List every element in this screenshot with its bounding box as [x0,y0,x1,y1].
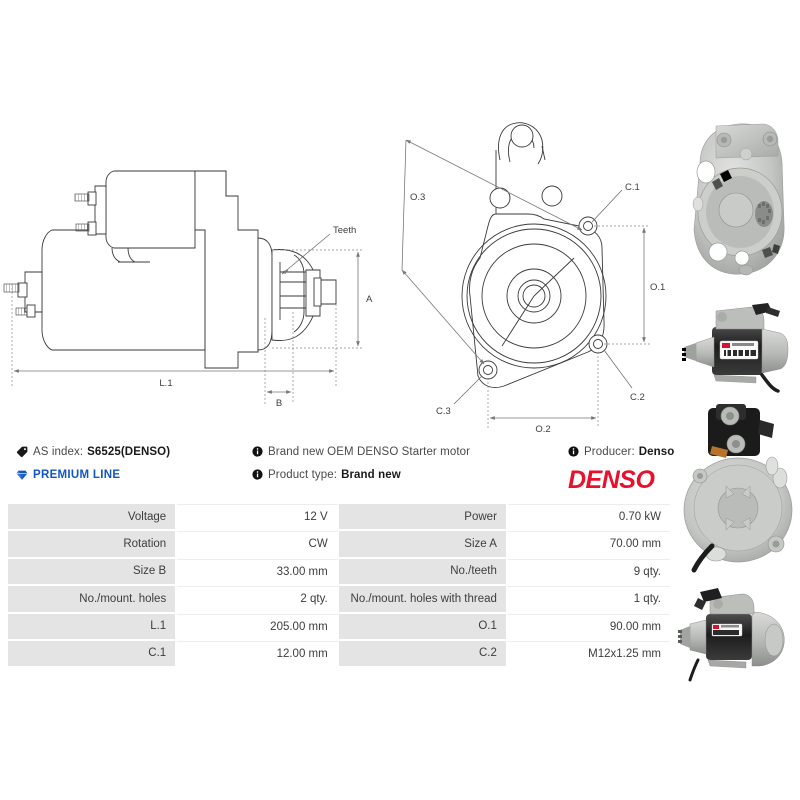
info-icon [568,446,579,457]
product-description: Brand new OEM DENSO Starter motor [268,445,471,458]
spec-value: 1 qty. [507,586,670,614]
specification-table: Voltage 12 V Power 0.70 kW Rotation CW S… [8,504,670,667]
producer-label: Producer: [584,445,635,458]
premium-line-badge: PREMIUM LINE [16,463,246,486]
as-index-row: AS index: S6525(DENSO) [16,440,246,463]
spec-key: Size A [338,531,508,559]
as-index-label: AS index: [33,445,84,458]
spec-key: No./mount. holes [8,586,178,614]
table-row: No./mount. holes 2 qty. No./mount. holes… [8,586,670,614]
side-view-drawing: A L.1 B Teeth [3,170,373,409]
product-photo-column [676,112,800,687]
spec-value: 9 qty. [507,558,670,587]
spec-key: Power [338,504,508,532]
spec-key: No./teeth [338,558,508,587]
product-type-row: Product type: Brand new [252,463,552,486]
dim-label-O1: O.1 [650,282,665,293]
starter-side-with-label-photo[interactable] [676,297,800,402]
gem-icon [16,469,28,481]
spec-key: Rotation [8,531,178,559]
spec-value: 33.00 mm [177,558,339,587]
starter-side-angle-photo[interactable] [676,582,800,687]
dim-label-C3: C.3 [436,406,451,417]
dim-label-O3: O.3 [410,192,425,203]
product-type-label: Product type: [268,468,338,481]
spec-key: Voltage [8,504,178,532]
spec-value: CW [177,531,339,559]
spec-value: M12x1.25 mm [507,640,670,667]
spec-value: 2 qty. [177,586,339,614]
dim-label-B: B [276,398,282,409]
meta-column-right: Producer: Denso DENSO [568,440,688,495]
spec-key: C.1 [8,640,178,667]
table-row: C.1 12.00 mm C.2 M12x1.25 mm [8,640,670,667]
spec-value: 90.00 mm [507,613,670,641]
table-row: Size B 33.00 mm No./teeth 9 qty. [8,558,670,587]
product-type-value: Brand new [341,468,401,481]
technical-drawings-area: .ln{fill:none;stroke:#3a3a3a;stroke-widt… [0,0,680,435]
info-icon [252,469,263,480]
spec-key: Size B [8,558,178,587]
table-row: Rotation CW Size A 70.00 mm [8,531,670,559]
dim-label-C2: C.2 [630,392,645,403]
table-row: Voltage 12 V Power 0.70 kW [8,504,670,532]
producer-value: Denso [638,445,675,458]
info-icon [252,446,263,457]
dim-label-L1: L.1 [159,378,172,389]
as-index-value: S6525(DENSO) [87,445,171,458]
producer-row: Producer: Denso [568,440,688,463]
premium-line-label: PREMIUM LINE [33,468,121,481]
product-description-row: Brand new OEM DENSO Starter motor [252,440,552,463]
specification-table-body: Voltage 12 V Power 0.70 kW Rotation CW S… [8,504,670,667]
starter-front-face-photo[interactable] [676,112,800,297]
spec-value: 0.70 kW [507,504,670,532]
dim-label-O2: O.2 [535,424,550,435]
brand-logo-row: DENSO [568,465,688,495]
spec-key: L.1 [8,613,178,641]
spec-key: C.2 [338,640,508,667]
starter-rear-cover-photo[interactable] [676,402,800,582]
drawings-svg: .ln{fill:none;stroke:#3a3a3a;stroke-widt… [3,122,665,435]
meta-column-left: AS index: S6525(DENSO) PREMIUM LINE [16,440,246,486]
dim-label-Teeth: Teeth [333,225,356,236]
product-meta-block: AS index: S6525(DENSO) PREMIUM LINE [0,440,690,498]
spec-key: O.1 [338,613,508,641]
dim-label-A: A [366,294,373,305]
table-row: L.1 205.00 mm O.1 90.00 mm [8,613,670,641]
front-view-drawing: O.1 O.2 O.3 C.1 C.2 C.3 [401,122,665,435]
spec-key: No./mount. holes with thread [338,586,508,614]
denso-logo: DENSO [568,465,655,494]
spec-value: 12 V [177,504,339,532]
spec-value: 70.00 mm [507,531,670,559]
spec-value: 205.00 mm [177,613,339,641]
meta-column-middle: Brand new OEM DENSO Starter motor Produc… [252,440,552,486]
tag-icon [16,446,28,458]
spec-value: 12.00 mm [177,640,339,667]
dim-label-C1: C.1 [625,182,640,193]
